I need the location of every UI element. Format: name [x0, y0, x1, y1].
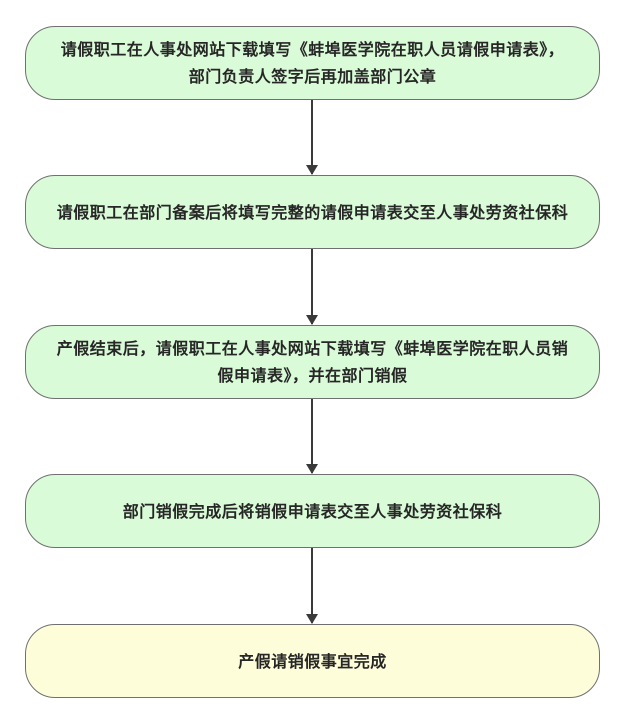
- step-4-submit-cancel-form: 部门销假完成后将销假申请表交至人事处劳资社保科: [25, 474, 600, 548]
- step-3-text: 产假结束后，请假职工在人事处网站下载填写《蚌埠医学院在职人员销假申请表》，并在部…: [56, 339, 569, 385]
- step-1-text: 请假职工在人事处网站下载填写《蚌埠医学院在职人员请假申请表》，部门负责人签字后再…: [60, 40, 565, 86]
- step-2-submit-leave-form: 请假职工在部门备案后将填写完整的请假申请表交至人事处劳资社保科: [25, 175, 600, 249]
- step-4-text: 部门销假完成后将销假申请表交至人事处劳资社保科: [122, 501, 503, 521]
- step-5-complete: 产假请销假事宜完成: [25, 624, 600, 698]
- step-2-text: 请假职工在部门备案后将填写完整的请假申请表交至人事处劳资社保科: [56, 202, 569, 222]
- step-3-cancel-leave-form: 产假结束后，请假职工在人事处网站下载填写《蚌埠医学院在职人员销假申请表》，并在部…: [25, 325, 600, 399]
- step-5-text: 产假请销假事宜完成: [238, 651, 387, 671]
- step-1-download-leave-form: 请假职工在人事处网站下载填写《蚌埠医学院在职人员请假申请表》，部门负责人签字后再…: [25, 26, 600, 100]
